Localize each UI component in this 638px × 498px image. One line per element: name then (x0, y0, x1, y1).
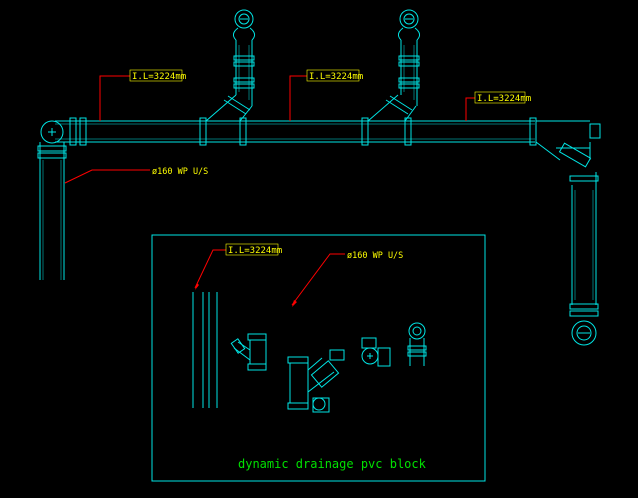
il-label-box-1 (129, 69, 183, 82)
pipe-note-block[interactable]: ø160 WP U/S (347, 251, 403, 261)
il-label-top-3[interactable]: I.L=3224mm (477, 94, 531, 104)
pipe-note-top[interactable]: ø160 WP U/S (152, 167, 208, 177)
main-pipe-run (37, 9, 601, 346)
il-label-box-2 (306, 69, 360, 82)
il-label-top-1[interactable]: I.L=3224mm (132, 72, 186, 82)
il-label-box-block (225, 243, 279, 256)
block-caption[interactable]: dynamic drainage pvc block (238, 457, 427, 471)
block-leader-arrow-2 (292, 300, 297, 307)
block-leader-arrow-1 (195, 283, 199, 290)
block-leaders (194, 249, 345, 306)
block-frame[interactable] (151, 234, 486, 482)
top-leaders (64, 75, 475, 184)
il-label-block[interactable]: I.L=3224mm (228, 246, 282, 256)
il-label-top-2[interactable]: I.L=3224mm (309, 72, 363, 82)
block-components (192, 292, 427, 413)
il-label-box-3 (474, 91, 526, 104)
